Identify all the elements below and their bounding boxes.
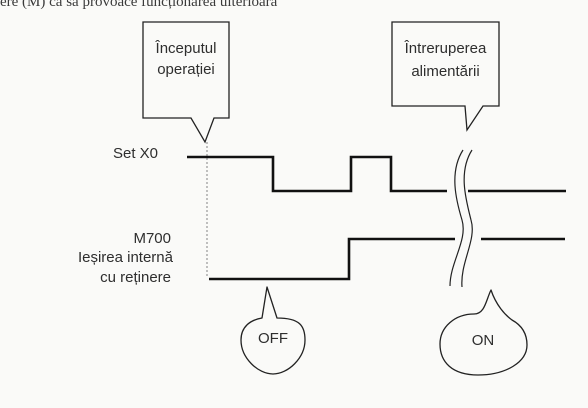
m700-waveform-part1 — [209, 237, 455, 281]
start-callout-box — [142, 21, 230, 144]
header-fragment: ere (M) că să provoace funcționarea ulte… — [0, 0, 278, 10]
x0-signal-label: Set X0 — [113, 145, 159, 162]
off-bubble-label: OFF — [258, 330, 288, 347]
break-mark-right — [461, 149, 473, 288]
start-callout-line2: operației — [157, 61, 215, 78]
power-callout-line2: alimentării — [411, 63, 480, 80]
m700-label-line1: M700 — [133, 230, 171, 247]
on-bubble — [439, 289, 528, 376]
m700-label-line3: cu reținere — [100, 269, 171, 286]
m700-label-line2: Ieșirea internă — [77, 249, 173, 266]
power-callout-line1: Întreruperea — [404, 40, 487, 57]
x0-waveform-part1 — [187, 155, 447, 193]
power-callout-box — [391, 21, 500, 132]
break-mark-left — [449, 149, 464, 287]
off-bubble — [240, 286, 306, 375]
on-bubble-label: ON — [471, 332, 495, 349]
start-callout-line1: Începutul — [155, 40, 217, 57]
